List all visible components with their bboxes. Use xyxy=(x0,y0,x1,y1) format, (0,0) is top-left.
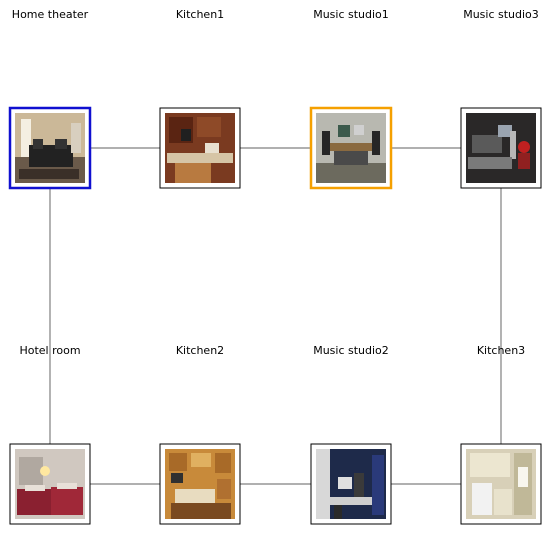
node-label: Home theater xyxy=(12,8,89,21)
node-thumbnail xyxy=(15,113,85,183)
node-music-studio3: Music studio3 xyxy=(460,8,542,189)
node-hotel-room: Hotel room xyxy=(9,344,91,525)
node-label: Kitchen1 xyxy=(176,8,224,21)
node-home-theater: Home theater xyxy=(8,8,92,190)
node-label: Hotel room xyxy=(19,344,80,357)
node-thumbnail xyxy=(165,113,235,183)
node-label: Music studio3 xyxy=(463,8,539,21)
node-label: Kitchen2 xyxy=(176,344,224,357)
node-kitchen1: Kitchen1 xyxy=(159,8,241,189)
node-label: Kitchen3 xyxy=(477,344,525,357)
node-thumbnail xyxy=(165,449,235,519)
node-kitchen3: Kitchen3 xyxy=(460,344,542,525)
node-thumbnail xyxy=(466,449,536,519)
node-label: Music studio2 xyxy=(313,344,389,357)
node-thumbnail xyxy=(316,113,386,183)
node-music-studio2: Music studio2 xyxy=(310,344,392,525)
node-music-studio1: Music studio1 xyxy=(309,8,393,190)
node-thumbnail xyxy=(316,449,386,519)
node-thumbnail xyxy=(466,113,536,183)
node-thumbnail xyxy=(15,449,85,519)
node-kitchen2: Kitchen2 xyxy=(159,344,241,525)
node-label: Music studio1 xyxy=(313,8,389,21)
edges xyxy=(49,147,502,485)
